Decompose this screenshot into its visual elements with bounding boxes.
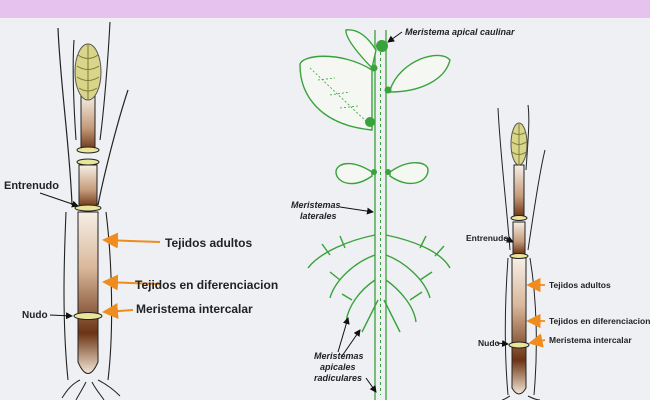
left-label-entrenudo: Entrenudo (4, 180, 59, 192)
center-label-apical-caulinar: Meristema apical caulinar (405, 27, 515, 37)
right-grass-plant: Entrenudo Tejidos adultos Tejidos en dif… (466, 104, 650, 400)
center-radiculares-arrow (365, 377, 377, 393)
right-wheat-spike (510, 122, 528, 166)
left-upper-internode (80, 94, 96, 151)
left-leaf-line (72, 39, 77, 141)
left-node (74, 204, 102, 212)
right-lower-internode (511, 257, 527, 395)
center-leaf (389, 54, 451, 93)
left-intercalar-arrow (102, 303, 134, 320)
center-leaf-veins (309, 67, 371, 126)
left-leaf-line (97, 89, 129, 206)
left-node (73, 312, 103, 320)
left-adultos-arrow (102, 232, 161, 249)
left-grass-plant: Entrenudo Tejidos adultos Tejidos en dif… (4, 21, 278, 400)
center-leaf (389, 162, 429, 185)
left-node (76, 146, 100, 154)
right-leaf-line (525, 104, 530, 171)
center-dicot-plant: Meristema apical caulinar Meristemas lat… (291, 27, 515, 400)
center-label-radiculares-1: Meristemas (314, 351, 364, 361)
right-node (508, 341, 530, 349)
left-node (76, 158, 100, 166)
left-label-tejidos-adultos: Tejidos adultos (165, 236, 252, 250)
left-nudo-arrow (49, 312, 73, 320)
right-label-nudo: Nudo (478, 338, 500, 348)
left-leaf-line (105, 211, 113, 381)
left-leaf-line (99, 21, 111, 141)
center-axillary-meristem (365, 117, 375, 127)
center-apical-arrow (387, 31, 403, 43)
center-axillary-meristem (384, 86, 392, 94)
right-label-tejidos-adultos: Tejidos adultos (549, 280, 611, 290)
center-axillary-meristem (385, 169, 391, 175)
left-label-meristema-intercalar: Meristema intercalar (136, 302, 253, 316)
right-node (510, 215, 528, 221)
right-leaf-line (497, 107, 511, 251)
right-leaf-line (504, 257, 509, 396)
center-label-radiculares-3: radiculares (314, 373, 362, 383)
right-label-tejidos-diferenciacion: Tejidos en diferenciacion (549, 316, 650, 326)
center-radiculares-arrow (341, 329, 361, 357)
center-radiculares-arrow (337, 317, 350, 353)
right-intercalar-arrow (528, 333, 546, 348)
left-label-nudo: Nudo (22, 310, 48, 321)
right-nudo-arrow (496, 339, 509, 347)
left-lower-internode (77, 211, 99, 374)
center-laterales-arrow (339, 206, 374, 215)
center-axillary-meristem (371, 169, 377, 175)
right-node (509, 253, 529, 259)
center-root-system (307, 234, 451, 333)
top-color-band (0, 0, 650, 18)
left-label-tejidos-diferenciacion: Tejidos en diferenciacion (135, 278, 278, 292)
center-leaf (335, 163, 373, 185)
right-label-entrenudo: Entrenudo (466, 233, 509, 243)
left-leaf-line (57, 27, 73, 206)
left-wheat-spike (74, 43, 102, 101)
right-leaf-line (527, 149, 546, 251)
left-diferenciacion-arrow (102, 274, 161, 291)
center-label-laterales-1: Meristemas (291, 200, 341, 210)
right-roots (501, 395, 541, 400)
center-label-radiculares-2: apicales (320, 362, 356, 372)
center-label-laterales-2: laterales (300, 211, 337, 221)
right-middle-internode (512, 221, 526, 255)
right-leaf-line (529, 257, 537, 396)
left-leaf-line (63, 211, 69, 381)
right-upper-internode (513, 164, 525, 218)
center-leaf (345, 29, 377, 70)
center-axillary-meristem (370, 64, 378, 72)
left-entrenudo-arrow (39, 192, 79, 208)
left-roots (61, 379, 121, 400)
left-middle-internode (78, 164, 98, 208)
center-apical-meristem (376, 40, 388, 52)
right-entrenudo-arrow (504, 236, 514, 243)
right-label-meristema-intercalar: Meristema intercalar (549, 335, 632, 345)
